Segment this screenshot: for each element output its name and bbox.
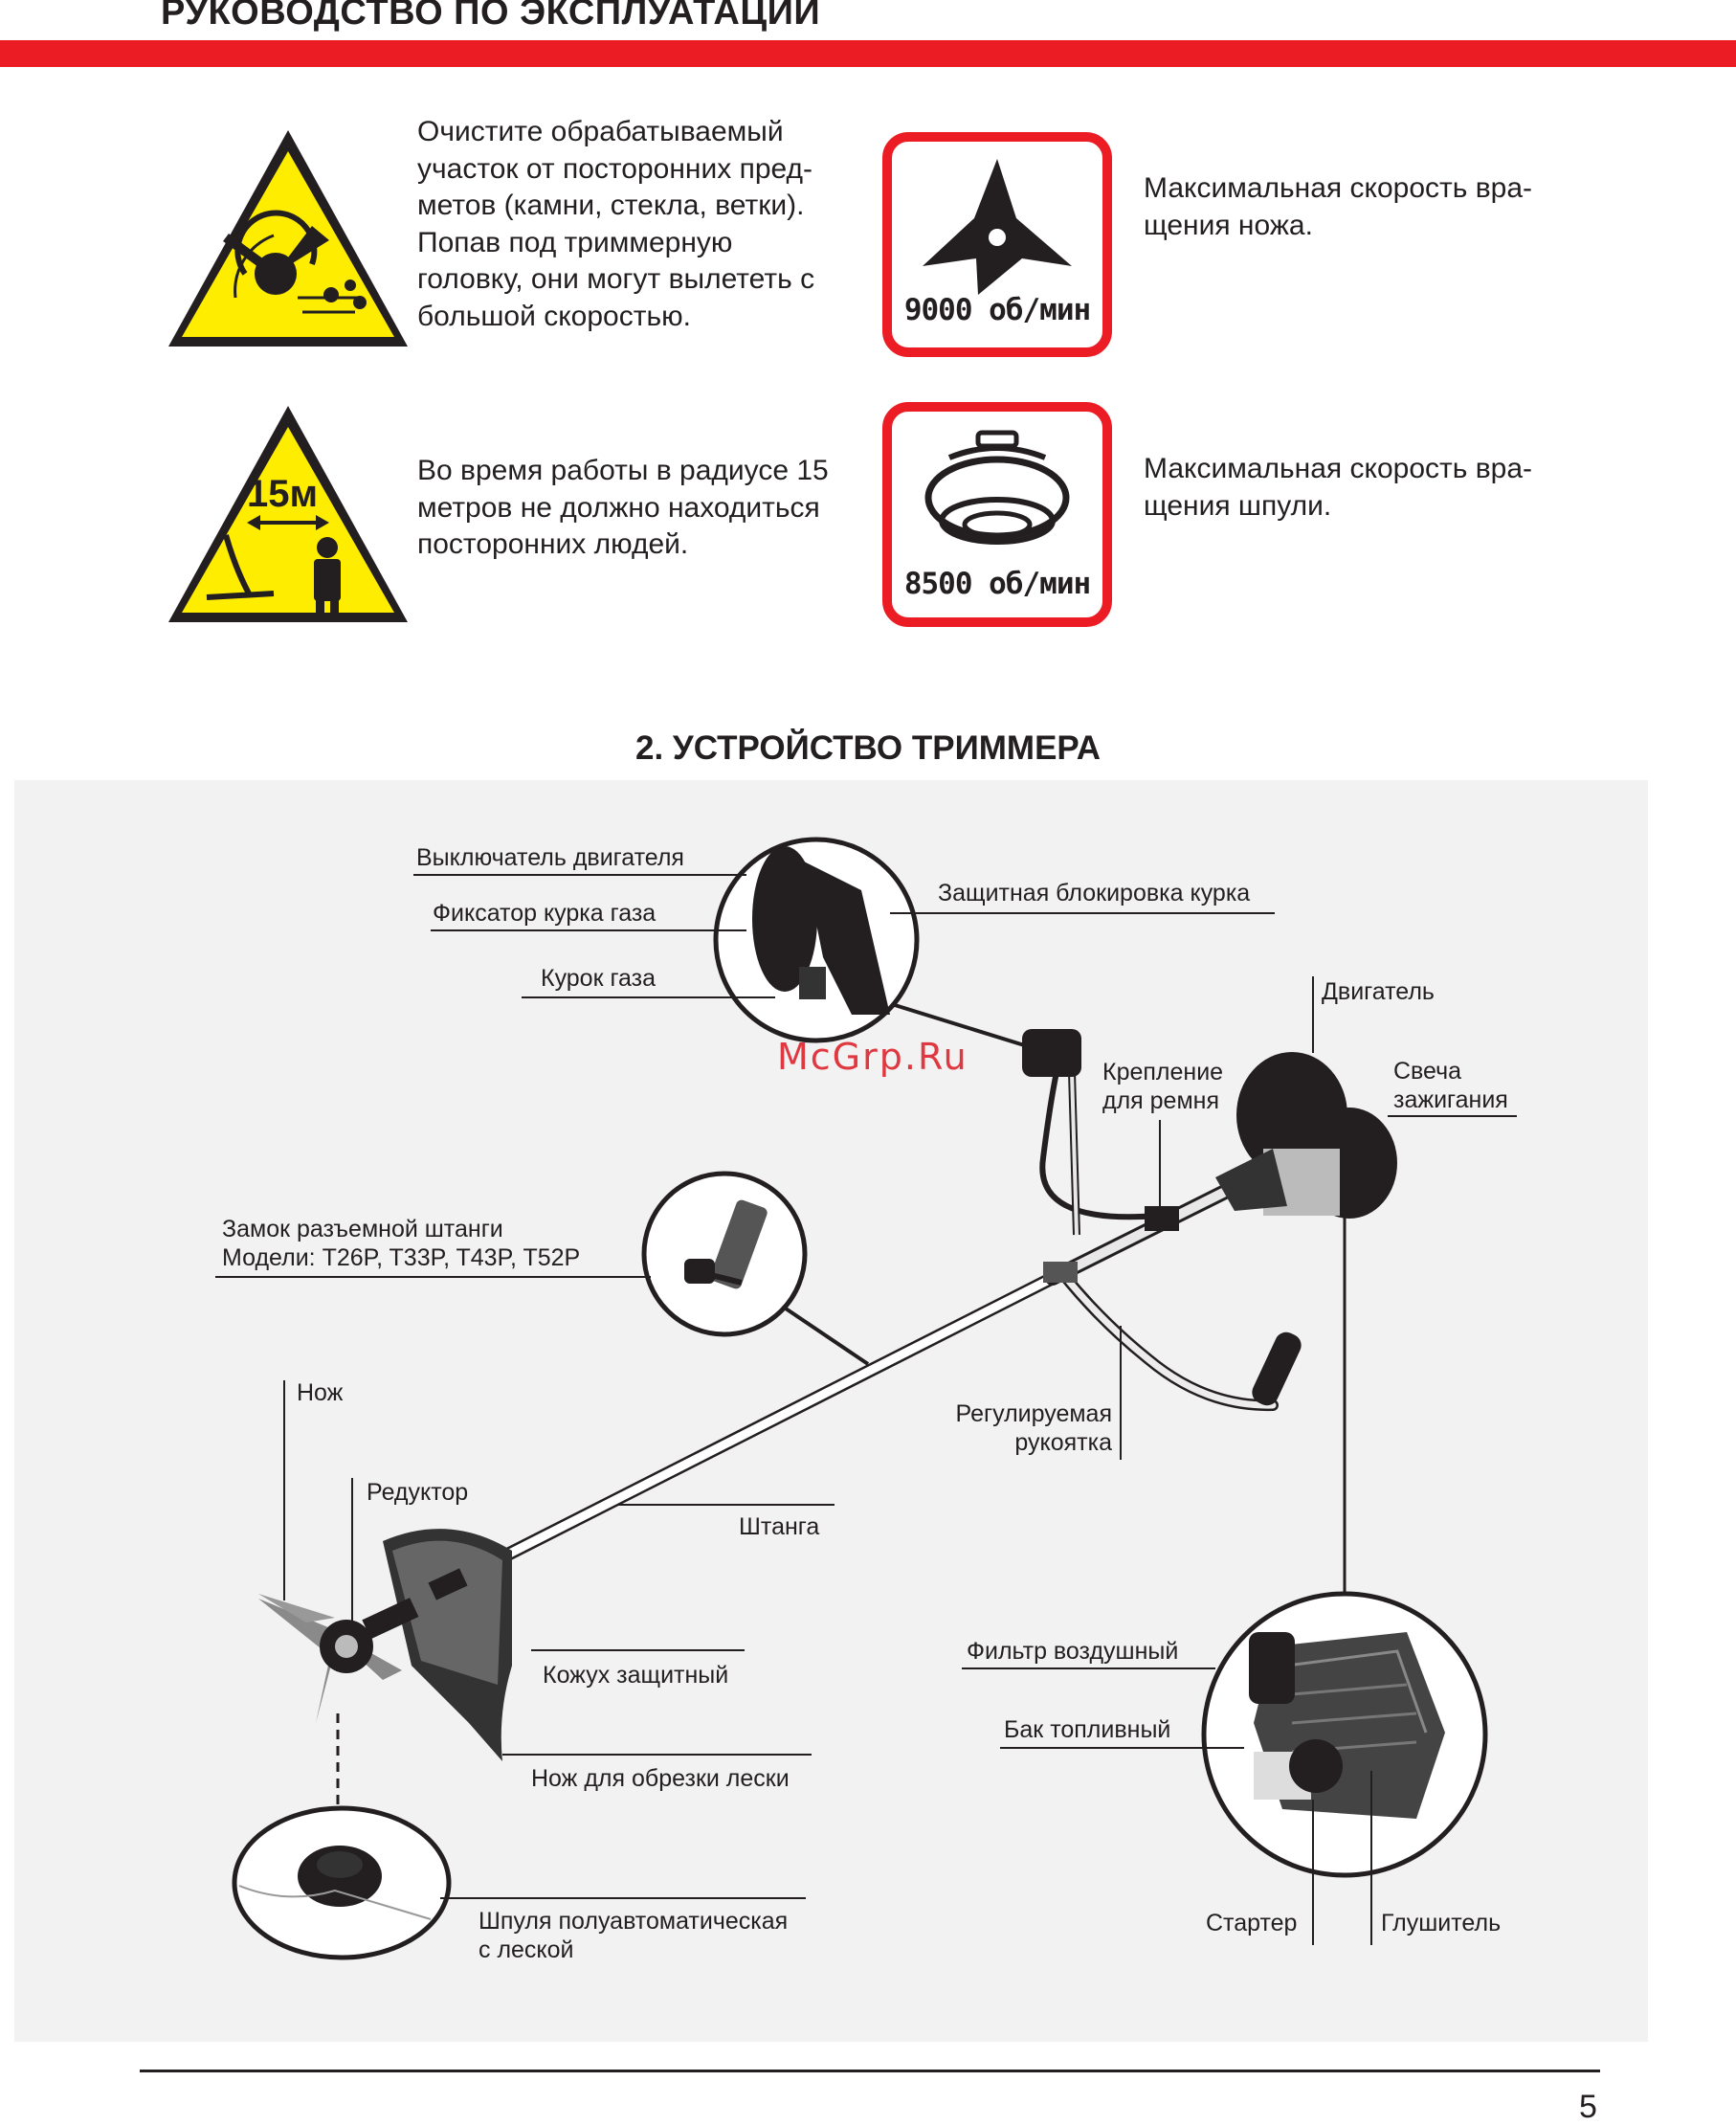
label-throttle-trigger: Курок газа — [541, 964, 656, 993]
label-throttle-lock: Фиксатор курка газа — [433, 899, 656, 928]
label-engine-switch: Выключатель двигателя — [416, 843, 684, 872]
label-air-filter: Фильтр воздушный — [967, 1637, 1178, 1666]
label-belt-mount: Крепление для ремня — [1102, 1058, 1223, 1115]
text-line: Шпуля полуавтоматическая — [479, 1907, 788, 1936]
label-spool: Шпуля полуавтоматическая с леской — [479, 1907, 788, 1964]
watermark-text: McGrp.Ru — [777, 1036, 968, 1078]
label-shaft: Штанга — [739, 1512, 819, 1541]
engine-detail-graphic — [1249, 1632, 1445, 1819]
text-line: зажигания — [1393, 1085, 1508, 1114]
engine-graphic — [1215, 1052, 1397, 1219]
label-guard: Кожух защитный — [543, 1661, 728, 1690]
text-line: Свеча — [1393, 1057, 1508, 1085]
text-line: Модели: T26P, T33P, T43P, T52P — [222, 1243, 580, 1272]
label-fuel-tank: Бак топливный — [1004, 1715, 1170, 1744]
text-line: для ремня — [1102, 1086, 1223, 1115]
label-safety-lock: Защитная блокировка курка — [938, 879, 1250, 907]
text-line: рукоятка — [947, 1428, 1112, 1457]
text-line: Крепление — [1102, 1058, 1223, 1086]
footer-divider — [140, 2070, 1600, 2072]
cutting-head-graphic — [258, 1529, 512, 1761]
text-line: с леской — [479, 1936, 788, 1964]
label-engine: Двигатель — [1322, 977, 1435, 1006]
label-adjustable-handle: Регулируемая рукоятка — [947, 1399, 1112, 1457]
label-line-cutter: Нож для обрезки лески — [531, 1764, 790, 1793]
label-starter: Стартер — [1206, 1909, 1297, 1937]
label-shaft-lock: Замок разъемной штанги Модели: T26P, T33… — [222, 1215, 580, 1272]
text-line: Регулируемая — [947, 1399, 1112, 1428]
label-spark-plug: Свеча зажигания — [1393, 1057, 1508, 1114]
label-blade: Нож — [297, 1378, 343, 1407]
label-muffler: Глушитель — [1381, 1909, 1501, 1937]
page-number: 5 — [1579, 2089, 1597, 2126]
text-line: Замок разъемной штанги — [222, 1215, 580, 1243]
label-gearbox: Редуктор — [367, 1478, 468, 1507]
